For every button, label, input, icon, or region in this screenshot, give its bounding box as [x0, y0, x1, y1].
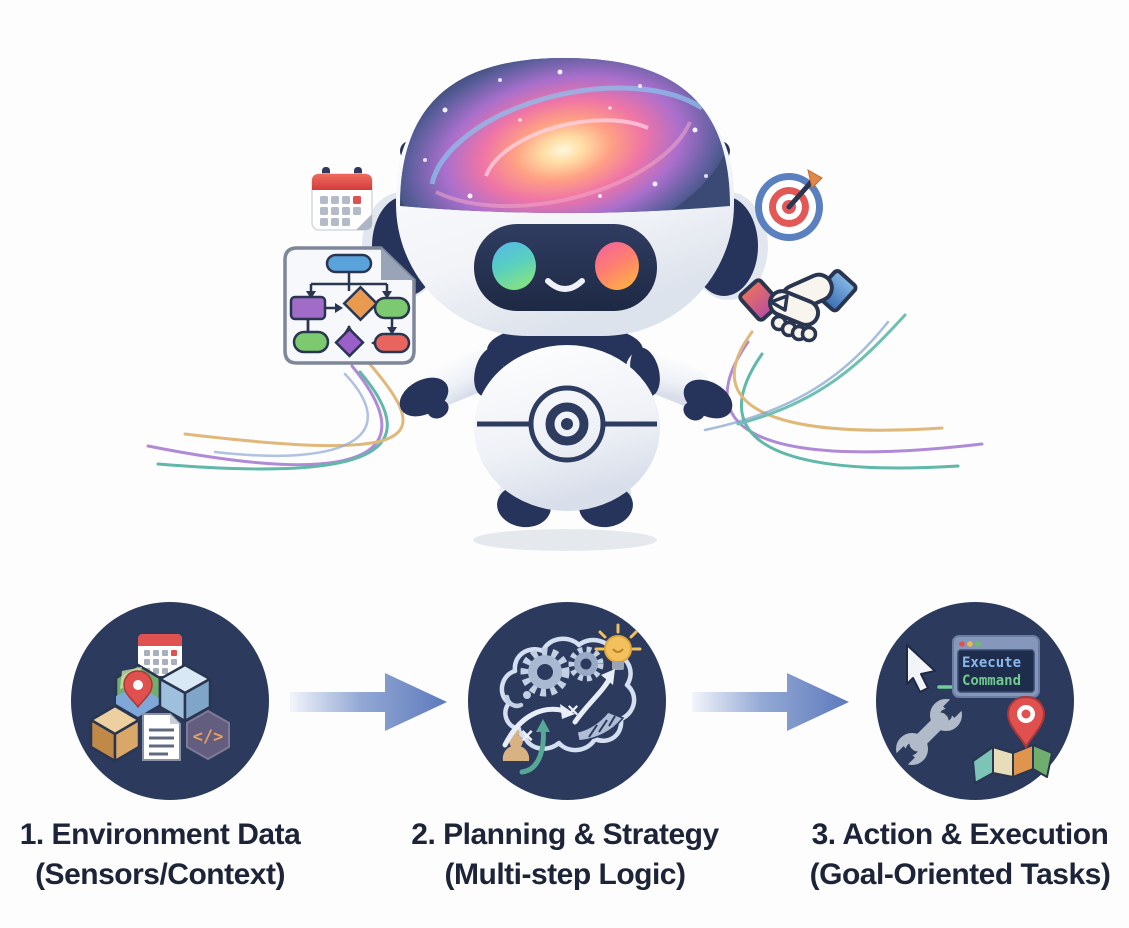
step-1-subtitle: (Sensors/Context): [35, 858, 285, 891]
step-arrow-2: [692, 673, 849, 731]
step-3-subtitle: (Goal-Oriented Tasks): [809, 858, 1111, 891]
flowchart-icon: [283, 246, 416, 365]
chest-emblem-icon: [528, 385, 606, 463]
gear-icon: [520, 647, 570, 697]
code-glyph: </>: [193, 727, 224, 747]
step-3-title: 3. Action & Execution: [811, 818, 1109, 851]
calendar-icon: [311, 167, 373, 231]
blue-cube-icon: [158, 663, 212, 723]
document-icon: [142, 713, 181, 761]
map-location-icon: [972, 695, 1053, 784]
target-pin-icon: [1006, 695, 1046, 750]
step-circle-planning-strategy: ♟ × ×: [468, 602, 666, 800]
robot-illustration: [146, 58, 984, 551]
target-icon: [755, 169, 823, 241]
smile-icon: [545, 278, 585, 292]
strategy-arrows-icon: [502, 669, 615, 775]
step-1-title: 1. Environment Data: [19, 818, 301, 851]
step-label-3: 3. Action & Execution (Goal-Oriented Tas…: [780, 815, 1129, 895]
step-2-title: 2. Planning & Strategy: [411, 818, 719, 851]
step-label-2: 2. Planning & Strategy (Multi-step Logic…: [385, 815, 745, 895]
map-pin-icon: [123, 670, 153, 709]
gear-small-icon: [568, 646, 604, 682]
left-eye-icon: [492, 242, 536, 290]
step-circle-environment-data: </>: [71, 602, 269, 800]
handshake-icon: [738, 269, 858, 343]
robot-hands: [399, 377, 733, 421]
step-label-1: 1. Environment Data (Sensors/Context): [0, 815, 330, 895]
colorful-wires-left: [146, 360, 405, 471]
terminal-line-2: Command: [962, 673, 1021, 689]
code-hexagon-icon: </>: [186, 709, 230, 761]
terminal-line-1: Execute: [962, 655, 1021, 671]
robot-shadow: [473, 529, 657, 551]
tan-cube-icon: [89, 704, 141, 763]
robot-body: [474, 345, 660, 511]
step-circle-action-execution: Execute Command: [876, 602, 1074, 800]
stars: [423, 69, 708, 199]
colorful-wires-right: [703, 313, 984, 470]
step-arrow-1: [290, 673, 447, 731]
x-mark: ×: [521, 723, 534, 748]
cursor-icon: [906, 644, 953, 693]
lightbulb-icon: [594, 623, 642, 670]
x-mark: ×: [567, 700, 579, 722]
mini-calendar-icon: [138, 629, 182, 676]
terminal-window-icon: Execute Command: [952, 635, 1040, 698]
galaxy-dome-icon: [400, 58, 730, 213]
wrench-icon: [894, 697, 964, 767]
right-eye-icon: [595, 242, 639, 290]
step-2-subtitle: (Multi-step Logic): [444, 858, 686, 891]
robot-face: [474, 224, 657, 311]
